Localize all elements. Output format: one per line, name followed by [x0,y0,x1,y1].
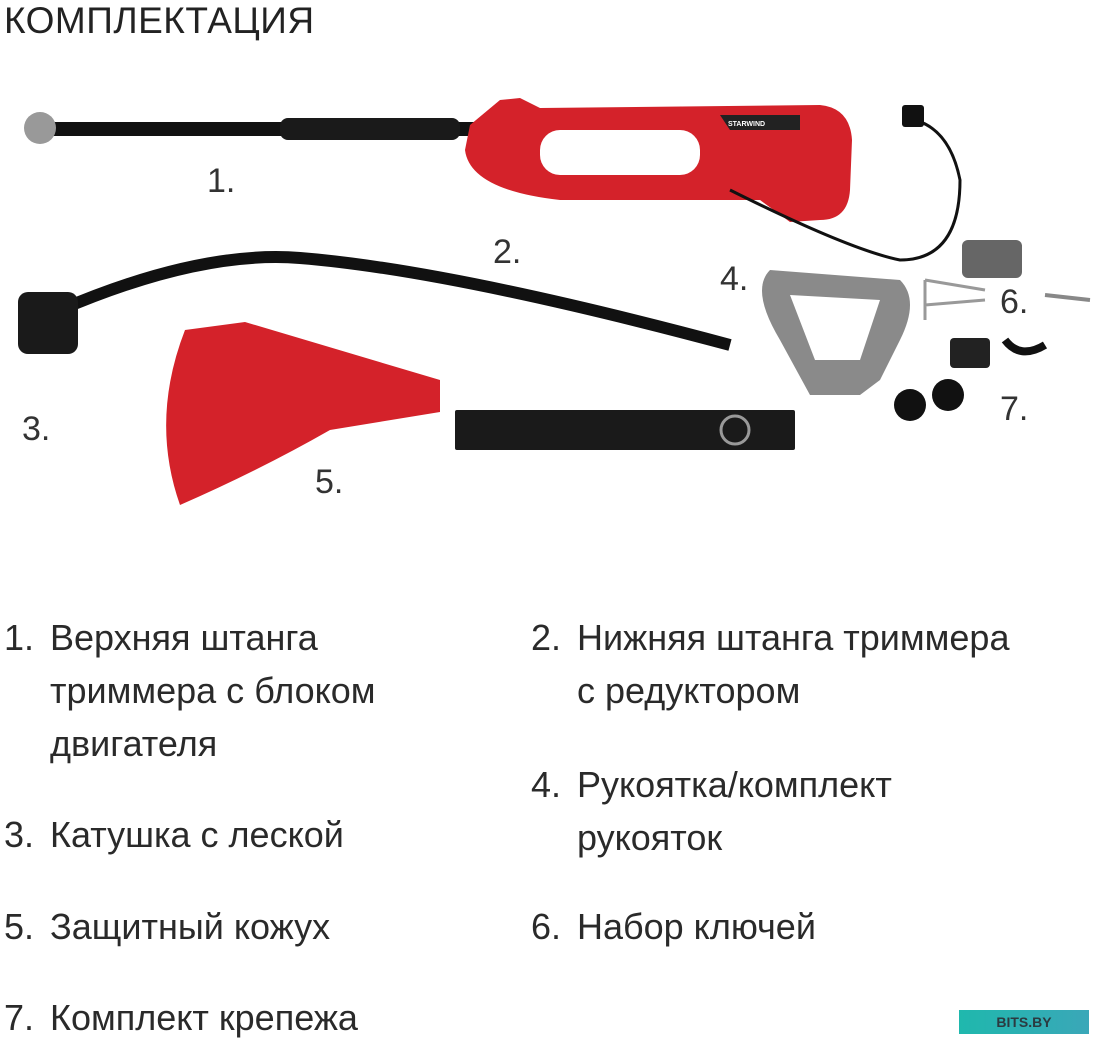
item-number: 7. [4,997,35,1038]
page-title: КОМПЛЕКТАЦИЯ [4,0,315,41]
list-item: 2. Нижняя штанга триммера с редуктором [531,611,1009,717]
list-item: 5. Защитный кожух [4,900,330,953]
item-text: Верхняя штанга триммера с блоком двигате… [50,617,376,764]
fastener-kit [894,337,1048,421]
item-text: Защитный кожух [50,906,331,947]
list-item: 4. Рукоятка/комплект рукояток [531,758,892,864]
lower-shaft-gearbox [18,251,732,354]
list-item: 3. Катушка с леской [4,808,344,861]
callout-6: 6. [1000,283,1029,321]
item-number: 4. [531,764,562,805]
item-number: 1. [4,617,35,658]
list-item: 6. Набор ключей [531,900,816,953]
upper-shaft-motor-unit: STARWIND [24,98,962,262]
callout-2: 2. [493,233,522,271]
item-text: Комплект крепежа [50,997,358,1038]
item-number: 6. [531,906,562,947]
brand-logo: STARWIND [728,121,765,128]
callout-4: 4. [720,260,749,298]
handle [762,270,910,395]
product-parts-illustration: STARWIND [18,98,1091,505]
item-number: 3. [4,814,35,855]
list-item: 7. Комплект крепежа [4,991,358,1044]
shoulder-strap [455,410,795,450]
key-set [923,240,1091,320]
list-item: 1. Верхняя штанга триммера с блоком двиг… [4,611,376,770]
watermark-logo: BITS.BY [959,1010,1089,1034]
callout-1: 1. [207,162,236,200]
item-text: Катушка с леской [50,814,344,855]
item-number: 5. [4,906,35,947]
callout-5: 5. [315,463,344,501]
item-text: Рукоятка/комплект рукояток [577,764,892,858]
callout-7: 7. [1000,390,1029,428]
protective-guard [166,322,440,505]
callout-3: 3. [22,410,51,448]
item-number: 2. [531,617,562,658]
item-text: Набор ключей [577,906,816,947]
item-text: Нижняя штанга триммера с редуктором [577,617,1010,711]
